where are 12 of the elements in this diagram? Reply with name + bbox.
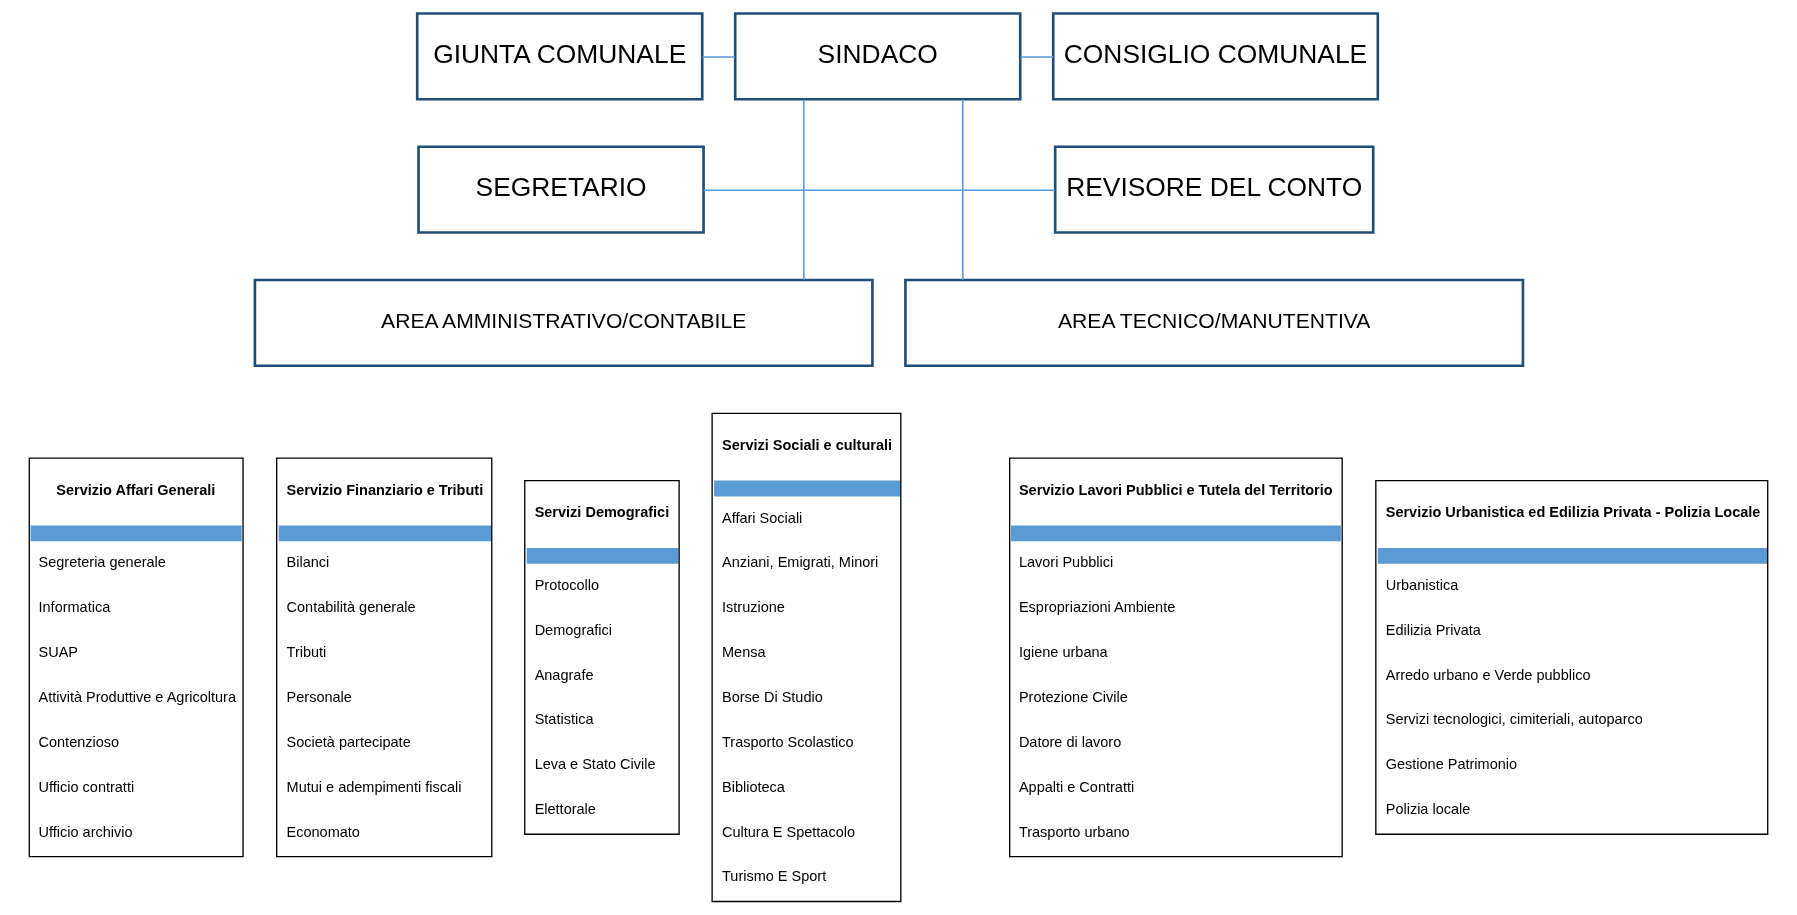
node-box: GIUNTA COMUNALE (415, 12, 704, 101)
connector (1019, 56, 1054, 58)
node-box: AREA AMMINISTRATIVO/CONTABILE (253, 278, 874, 368)
connector (962, 99, 964, 281)
node-box: SINDACO (733, 12, 1022, 101)
node-box: AREA TECNICO/MANUTENTIVA (904, 278, 1525, 368)
connector (702, 189, 1056, 192)
connector (803, 99, 805, 281)
connector (701, 56, 736, 58)
node-box: SEGRETARIO (417, 145, 705, 234)
node-box: CONSIGLIO COMUNALE (1051, 12, 1380, 101)
node-box: REVISORE DEL CONTO (1053, 145, 1375, 234)
